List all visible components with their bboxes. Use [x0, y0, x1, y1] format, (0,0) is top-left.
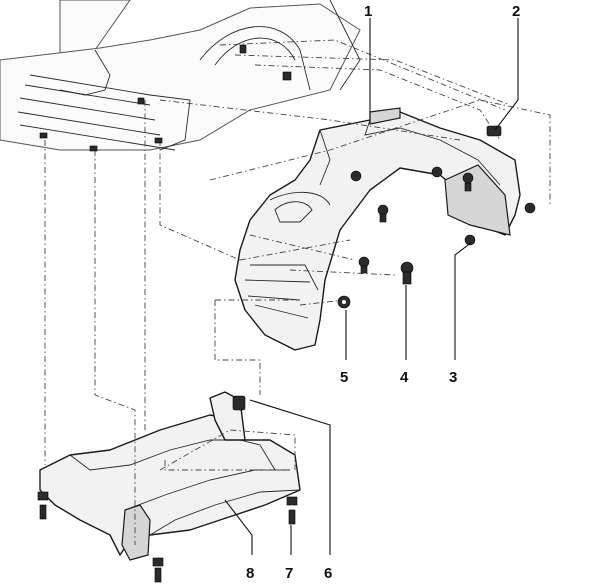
callout-5: 5 — [340, 369, 348, 386]
callout-4: 4 — [400, 369, 409, 386]
fasteners — [37, 44, 536, 583]
callout-8: 8 — [246, 565, 254, 582]
clip-icon — [137, 97, 145, 105]
callout-labels: 1 2 3 4 5 6 7 8 — [246, 3, 520, 582]
bolt-icon — [39, 504, 47, 520]
bolt-icon — [379, 213, 387, 223]
bolt-7-icon — [288, 509, 296, 525]
clip-2-icon — [486, 125, 502, 137]
bolt-icon — [358, 256, 370, 268]
clip-6-icon — [232, 395, 246, 411]
clip-icon — [89, 145, 98, 152]
bolt-icon — [154, 567, 162, 583]
screw-4-icon — [402, 271, 412, 285]
bolt-icon — [350, 170, 362, 182]
callout-7: 7 — [285, 565, 293, 582]
bolt-icon — [431, 166, 443, 178]
bolt-icon — [464, 182, 472, 192]
bolt-icon — [377, 204, 389, 216]
bolt-7-icon — [286, 496, 298, 506]
clip-icon — [39, 132, 48, 139]
bolt-icon — [37, 491, 49, 501]
clip-icon — [239, 44, 247, 54]
bolt-icon — [360, 265, 368, 274]
callout-3: 3 — [449, 369, 457, 386]
assembly-lines — [44, 39, 551, 545]
callout-1: 1 — [364, 3, 372, 20]
bolt-icon — [462, 172, 474, 184]
clip-icon — [154, 137, 163, 144]
lower-splash-shield — [39, 391, 301, 561]
leader-lines — [224, 18, 519, 555]
clip-icon — [282, 71, 292, 81]
callout-6: 6 — [324, 565, 332, 582]
callout-2: 2 — [512, 3, 520, 20]
bolt-icon — [464, 234, 476, 246]
bolt-icon — [524, 202, 536, 214]
bolt-icon — [152, 557, 164, 567]
car-body-outline — [0, 0, 361, 151]
fender-liner — [234, 107, 521, 351]
